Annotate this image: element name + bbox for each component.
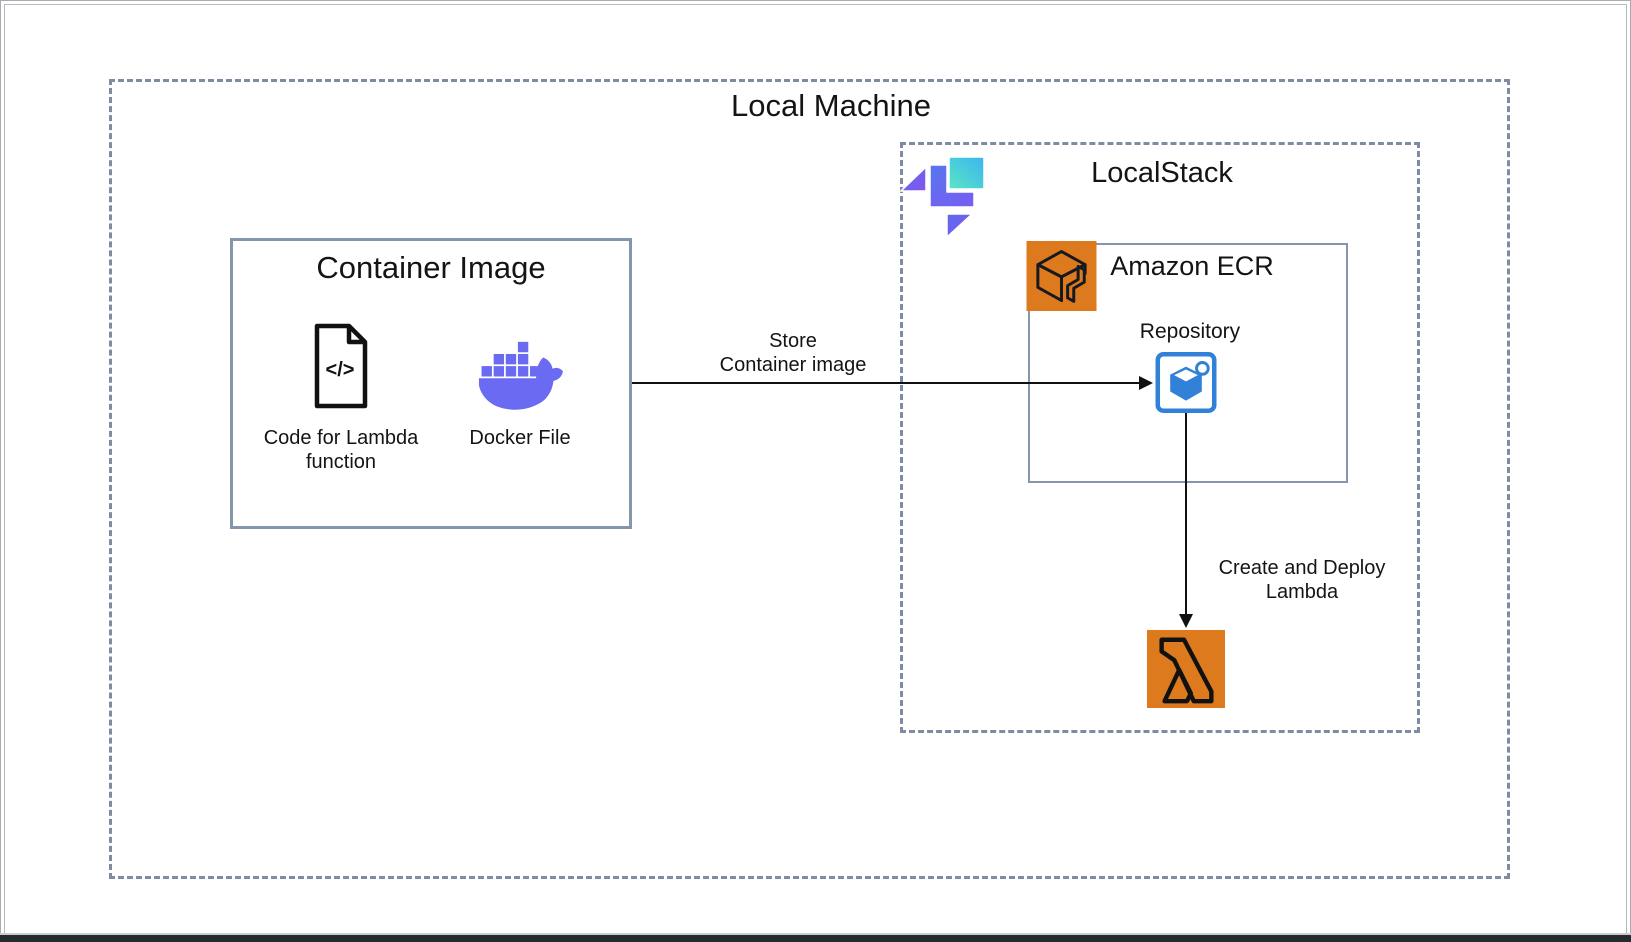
- local-machine-title: Local Machine: [731, 88, 931, 123]
- container-image-title: Container Image: [316, 250, 546, 285]
- docker-file-label: Docker File: [469, 427, 571, 449]
- local-machine-box: [109, 79, 1510, 879]
- repository-label: Repository: [1139, 320, 1241, 343]
- localstack-logo: [899, 155, 987, 239]
- code-glyph: </>: [326, 359, 355, 381]
- code-file-label: Code for Lambda function: [263, 427, 419, 474]
- localstack-title: LocalStack: [1091, 157, 1233, 189]
- code-file-icon: </>: [312, 322, 370, 410]
- ecr-repository-icon: [1155, 352, 1217, 413]
- container-image-box: [230, 238, 632, 529]
- amazon-ecr-box: [1028, 243, 1348, 483]
- store-arrow-line: [632, 382, 1140, 384]
- store-arrow-head: [1139, 376, 1153, 390]
- deploy-arrow-line: [1185, 413, 1187, 615]
- aws-lambda-icon: [1147, 630, 1225, 708]
- docker-icon: [477, 341, 564, 412]
- amazon-ecr-title: Amazon ECR: [1110, 251, 1274, 281]
- deploy-arrow-head: [1179, 614, 1193, 628]
- window-edge-strip: [0, 933, 1631, 942]
- store-arrow-label: Store Container image: [719, 330, 867, 377]
- amazon-ecr-icon: [1025, 241, 1098, 311]
- localstack-box: [900, 142, 1420, 733]
- deploy-arrow-label: Create and Deploy Lambda: [1218, 557, 1386, 604]
